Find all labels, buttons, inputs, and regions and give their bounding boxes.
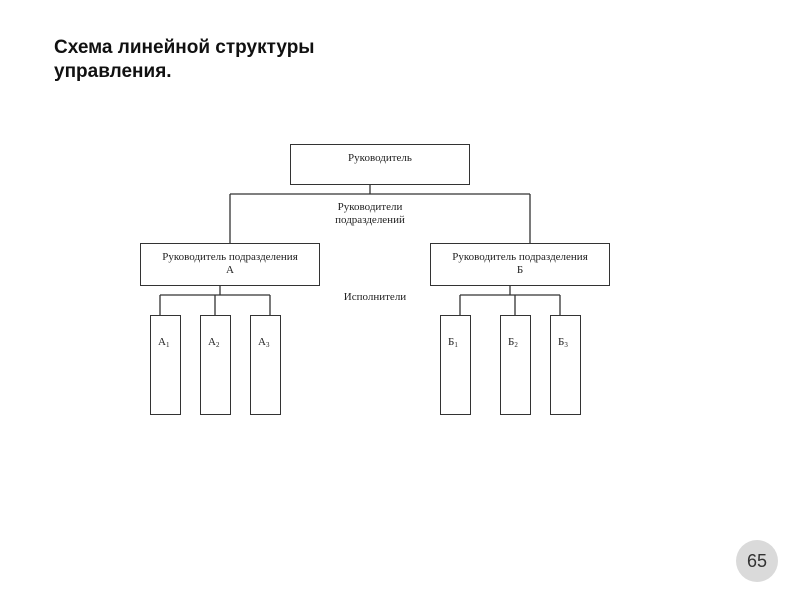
page-number-badge: 65 — [736, 540, 778, 582]
top-manager-label: Руководитель — [348, 152, 412, 164]
middle-managers-label-line-2: подразделений — [335, 214, 405, 226]
top-manager-box: Руководитель — [290, 144, 470, 185]
dept-a-manager-label-line-2: А — [226, 264, 234, 276]
dept-b-manager-box: Руководитель подразделения Б — [430, 243, 610, 286]
executors-label-text: Исполнители — [343, 291, 407, 303]
executor-b3-box: Б3 — [550, 315, 581, 415]
dept-a-manager-label-line-1: Руководитель подразделения — [162, 251, 298, 263]
executor-a2-box: А2 — [200, 315, 231, 415]
middle-managers-label-line-1: Руководители — [337, 201, 403, 213]
executor-b3-label: Б3 — [558, 336, 568, 349]
slide-title-line-1: Схема линейной структуры — [54, 37, 315, 58]
executor-a1-box: А1 — [150, 315, 181, 415]
executor-a2-label: А2 — [208, 336, 220, 349]
executor-b1-box: Б1 — [440, 315, 471, 415]
executor-b2-box: Б2 — [500, 315, 531, 415]
dept-a-manager-box: Руководитель подразделения А — [140, 243, 320, 286]
dept-b-manager-label-line-1: Руководитель подразделения — [452, 251, 588, 263]
executor-a3-label: А3 — [258, 336, 270, 349]
middle-managers-label: Руководители подразделений — [305, 201, 435, 227]
slide-title-line-2: управления. — [54, 61, 172, 82]
executor-b1-label: Б1 — [448, 336, 458, 349]
dept-b-manager-label-line-2: Б — [516, 264, 524, 276]
executor-b2-label: Б2 — [508, 336, 518, 349]
slide-title: Схема линейной структуры управления. — [54, 36, 374, 84]
executor-a1-label: А1 — [158, 336, 170, 349]
executors-label: Исполнители — [320, 291, 430, 304]
executor-a3-box: А3 — [250, 315, 281, 415]
